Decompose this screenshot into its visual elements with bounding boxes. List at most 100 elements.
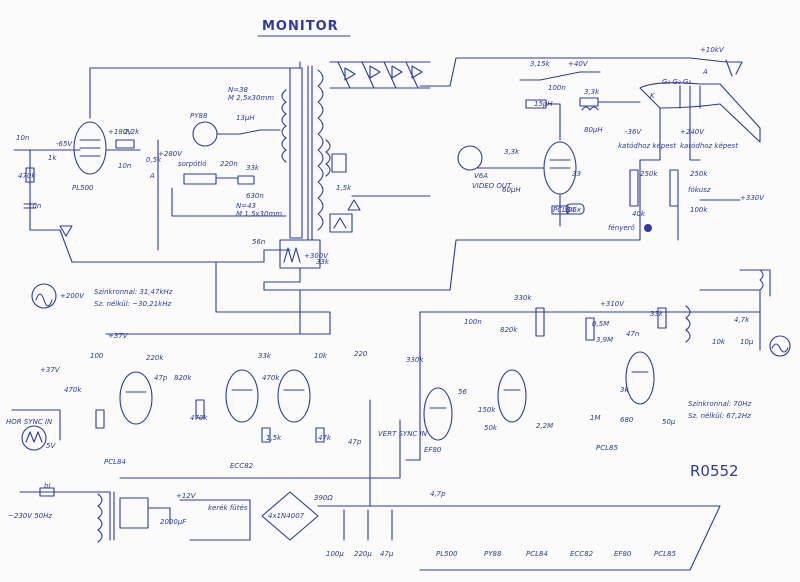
- ecc82-tube-a: [225, 369, 259, 423]
- svg-text:+280V: +280V: [158, 150, 183, 158]
- ef80-tube: [423, 387, 453, 441]
- svg-text:M 1,5x30mm: M 1,5x30mm: [236, 210, 282, 218]
- horizontal-freq-notes: +200V Szinkronnal: 31,47kHz Sz. nélkül: …: [31, 283, 173, 309]
- svg-text:50µ: 50µ: [662, 418, 676, 426]
- video-amplifier: 3,15k +40V 100n 15µH 3,3k 80µH 3,3k 60µH…: [457, 60, 641, 227]
- svg-text:10k: 10k: [314, 352, 328, 360]
- archive-stamp: R0552: [690, 462, 739, 480]
- svg-text:33: 33: [572, 170, 581, 178]
- svg-text:47p: 47p: [348, 438, 362, 446]
- svg-text:2,2M: 2,2M: [536, 422, 553, 430]
- svg-text:1M: 1M: [590, 414, 601, 422]
- svg-text:V6A: V6A: [474, 172, 488, 180]
- svg-text:+40V: +40V: [568, 60, 589, 68]
- svg-text:3,9M: 3,9M: [596, 336, 613, 344]
- svg-text:25x: 25x: [568, 206, 582, 214]
- svg-text:1,5k: 1,5k: [266, 434, 282, 442]
- svg-text:G₁ G₂ G₃: G₁ G₂ G₃: [662, 78, 691, 86]
- svg-text:33k: 33k: [650, 310, 664, 318]
- hv-label: +10kV: [700, 46, 725, 54]
- svg-text:150k: 150k: [478, 406, 496, 414]
- svg-text:50k: 50k: [484, 424, 498, 432]
- svg-text:80µH: 80µH: [584, 126, 603, 134]
- pcl84-sync-tube: [119, 371, 153, 425]
- svg-text:330k: 330k: [514, 294, 532, 302]
- svg-text:PCL85: PCL85: [654, 550, 676, 558]
- svg-text:ECC82: ECC82: [230, 462, 254, 470]
- svg-text:100n: 100n: [464, 318, 482, 326]
- svg-text:kerék fűtés: kerék fűtés: [208, 503, 248, 512]
- svg-text:N=38: N=38: [228, 86, 249, 94]
- svg-text:470k: 470k: [64, 386, 82, 394]
- svg-text:100k: 100k: [690, 206, 708, 214]
- power-supply: ~230V 50Hz bi +12V 2000µF kerék fűtés 4x…: [8, 482, 721, 571]
- svg-text:1,5k: 1,5k: [336, 184, 352, 192]
- svg-text:PY88: PY88: [190, 112, 208, 120]
- svg-text:bi: bi: [44, 482, 50, 490]
- svg-text:3,3k: 3,3k: [504, 148, 520, 156]
- svg-text:56: 56: [458, 388, 467, 396]
- hv-multiplier: [329, 61, 431, 89]
- svg-text:33k: 33k: [246, 164, 260, 172]
- title: MONITOR: [262, 19, 339, 34]
- svg-text:100µ: 100µ: [326, 550, 344, 558]
- svg-text:10n: 10n: [28, 202, 41, 210]
- svg-text:N=43: N=43: [236, 202, 256, 210]
- svg-text:13µH: 13µH: [236, 114, 255, 122]
- svg-text:+180V: +180V: [108, 128, 133, 136]
- svg-text:PCL84: PCL84: [553, 206, 575, 214]
- top-rails: [89, 57, 727, 119]
- svg-text:VERT SYNC IN: VERT SYNC IN: [378, 430, 428, 438]
- horizontal-oscillator: 100 +37V 220k 820k 47p 33k 470k 470k 10k…: [6, 261, 368, 470]
- video-out-symbol: [457, 145, 483, 171]
- py88-tube: [192, 121, 218, 147]
- svg-text:1k: 1k: [48, 154, 57, 162]
- svg-text:A: A: [149, 172, 155, 180]
- svg-text:-36V: -36V: [625, 128, 642, 136]
- svg-text:M 2,5x30mm: M 2,5x30mm: [228, 94, 274, 102]
- svg-text:K: K: [650, 92, 656, 100]
- pcl85-tube: [625, 351, 655, 405]
- svg-text:60µH: 60µH: [502, 186, 521, 194]
- svg-text:250k: 250k: [690, 170, 708, 178]
- pl500-tube: [73, 121, 107, 175]
- svg-text:4,7p: 4,7p: [430, 490, 446, 498]
- svg-text:0,5k: 0,5k: [146, 156, 162, 164]
- svg-text:3k: 3k: [620, 386, 629, 394]
- svg-text:47p: 47p: [154, 374, 168, 382]
- svg-text:PL500: PL500: [72, 184, 94, 192]
- svg-text:33k: 33k: [316, 258, 330, 266]
- svg-text:fókusz: fókusz: [688, 186, 711, 194]
- svg-text:47k: 47k: [318, 434, 332, 442]
- svg-text:+37V: +37V: [40, 366, 61, 374]
- svg-text:40k: 40k: [632, 210, 646, 218]
- svg-text:10n: 10n: [118, 162, 131, 170]
- svg-text:47µ: 47µ: [380, 550, 394, 558]
- connection-buses: [119, 289, 401, 507]
- svg-text:Sz. nélkül: 67,2Hz: Sz. nélkül: 67,2Hz: [688, 412, 751, 420]
- svg-text:220n: 220n: [220, 160, 238, 168]
- svg-text:4x1N4007: 4x1N4007: [268, 512, 305, 520]
- svg-text:2,2k: 2,2k: [124, 128, 140, 136]
- svg-text:10k: 10k: [712, 338, 726, 346]
- svg-text:0,5M: 0,5M: [592, 320, 609, 328]
- svg-text:PY88: PY88: [484, 550, 502, 558]
- svg-text:PCL84: PCL84: [526, 550, 548, 558]
- svg-text:470k: 470k: [18, 172, 36, 180]
- svg-text:PL500: PL500: [436, 550, 458, 558]
- svg-text:10µ: 10µ: [740, 338, 754, 346]
- focus-brightness: 250k 250k fókusz 100k +330V fényerő 40k: [608, 169, 765, 241]
- svg-text:3,3k: 3,3k: [584, 88, 600, 96]
- svg-text:PCL85: PCL85: [596, 444, 618, 452]
- svg-text:220: 220: [354, 350, 368, 358]
- svg-text:5V: 5V: [46, 442, 56, 450]
- svg-text:4,7k: 4,7k: [734, 316, 750, 324]
- svg-text:+200V: +200V: [60, 292, 85, 300]
- svg-text:220µ: 220µ: [354, 550, 372, 558]
- svg-text:+37V: +37V: [108, 332, 129, 340]
- svg-text:HOR SYNC IN: HOR SYNC IN: [6, 418, 53, 426]
- svg-text:15µH: 15µH: [534, 100, 553, 108]
- svg-text:250k: 250k: [640, 170, 658, 178]
- svg-text:56n: 56n: [252, 238, 265, 246]
